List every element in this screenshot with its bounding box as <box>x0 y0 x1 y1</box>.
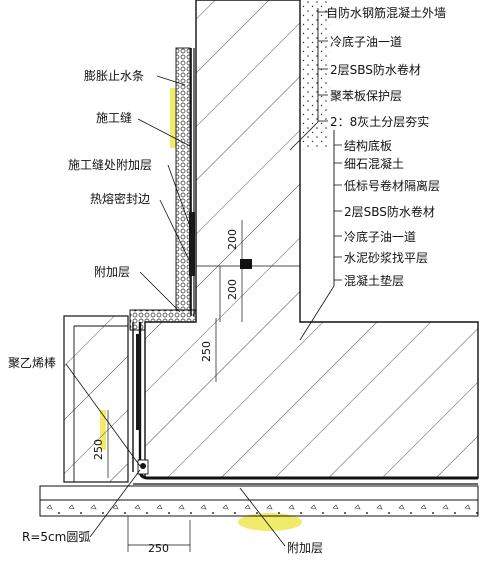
label-lime-soil: 2：8灰土分层夯实 <box>330 114 429 129</box>
vertical-additional-layer <box>136 334 140 430</box>
dim-250-bottom: 250 <box>148 542 169 555</box>
label-expansion-strip: 膨胀止水条 <box>84 69 144 83</box>
label-mortar: 水泥砂浆找平层 <box>344 250 428 265</box>
label-isolation: 低标号卷材隔离层 <box>344 178 440 193</box>
label-cushion: 混凝土垫层 <box>344 273 404 288</box>
leader-rod <box>65 363 141 467</box>
left-labels: 膨胀止水条 施工缝 施工缝处附加层 热熔密封边 附加层 聚乙烯棒 R=5cm圆弧… <box>8 69 323 555</box>
leader-joint-layer <box>167 164 193 233</box>
label-primer-wall: 冷底子油一道 <box>330 34 402 49</box>
leader-joint <box>137 118 191 147</box>
label-sbs-base: 2层SBS防水卷材 <box>344 204 435 219</box>
label-construction-joint: 施工缝 <box>96 110 132 125</box>
label-exterior-wall: 自防水钢筋混凝土外墙 <box>326 5 446 20</box>
leader-bottom-layer <box>239 487 286 547</box>
label-polyethylene-rod: 聚乙烯棒 <box>8 356 56 370</box>
foam-protection-board <box>175 47 191 311</box>
label-sbs-wall: 2层SBS防水卷材 <box>330 62 421 77</box>
leader-expansion <box>156 75 186 86</box>
right-labels: 自防水钢筋混凝土外墙 冷底子油一道 2层SBS防水卷材 聚苯板保护层 2：8灰土… <box>326 5 446 288</box>
leader-radius <box>89 469 141 538</box>
highlight-strip-top <box>170 88 176 148</box>
leader-seal <box>159 199 191 263</box>
label-additional-layer: 附加层 <box>94 265 130 279</box>
joint-additional-layer <box>189 212 195 276</box>
dim-200-lower: 200 <box>226 279 239 300</box>
label-joint-additional: 施工缝处附加层 <box>68 157 152 172</box>
label-hot-melt-seal: 热熔密封边 <box>90 191 150 206</box>
leader-right-top-anchor <box>289 121 319 151</box>
right-leader-ticks <box>318 11 342 281</box>
dim-200-upper: 200 <box>226 229 239 250</box>
label-fine-concrete: 细石混凝土 <box>344 156 404 171</box>
joint-marker <box>240 259 252 269</box>
label-base-slab: 结构底板 <box>344 138 392 153</box>
leader-additional <box>139 271 181 313</box>
label-foam-board: 聚苯板保护层 <box>330 89 402 103</box>
dim-250-diag: 250 <box>200 341 213 362</box>
foam-step <box>129 309 197 331</box>
concrete-cushion <box>39 499 479 517</box>
mortar-leveling-layer <box>39 485 479 501</box>
label-bottom-additional: 附加层 <box>287 541 323 555</box>
label-radius: R=5cm圆弧 <box>22 530 90 544</box>
polyethylene-rod-marker <box>140 463 146 469</box>
protective-brick-wall <box>63 315 129 483</box>
dim-250-left: 250 <box>92 439 105 460</box>
leader-right-bottom-anchor <box>299 285 335 341</box>
label-primer-base: 冷底子油一道 <box>344 229 416 244</box>
highlight-bottom <box>238 513 302 531</box>
backfill-soil <box>300 0 330 150</box>
